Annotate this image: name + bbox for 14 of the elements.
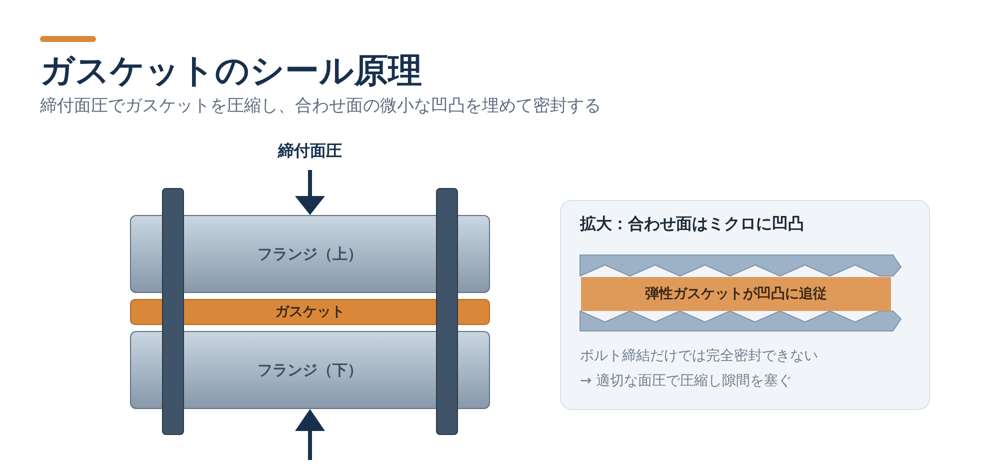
- bolt: [436, 188, 458, 435]
- flange-label: フランジ（下）: [258, 360, 362, 380]
- panel-heading: 拡大：合わせ面はミクロに凹凸: [580, 214, 804, 235]
- gasket-label: 弾性ガスケットが凹凸に追従: [645, 285, 827, 303]
- force-label: 締付面圧: [276, 141, 343, 162]
- flange-label: フランジ（上）: [258, 244, 362, 264]
- bolt: [162, 188, 184, 435]
- gasket-label: ガスケット: [275, 303, 345, 321]
- elastic-gasket-band: [581, 277, 891, 311]
- note-text: ボルト締結だけでは完全密封できない: [580, 347, 818, 366]
- subtitle: 締付面圧でガスケットを圧縮し、合わせ面の微小な凹凸を埋めて密封する: [40, 96, 601, 118]
- detail-panel: [560, 200, 930, 410]
- note-text: → 適切な面圧で圧縮し隙間を塞ぐ: [580, 372, 792, 390]
- title: ガスケットのシール原理: [40, 51, 422, 92]
